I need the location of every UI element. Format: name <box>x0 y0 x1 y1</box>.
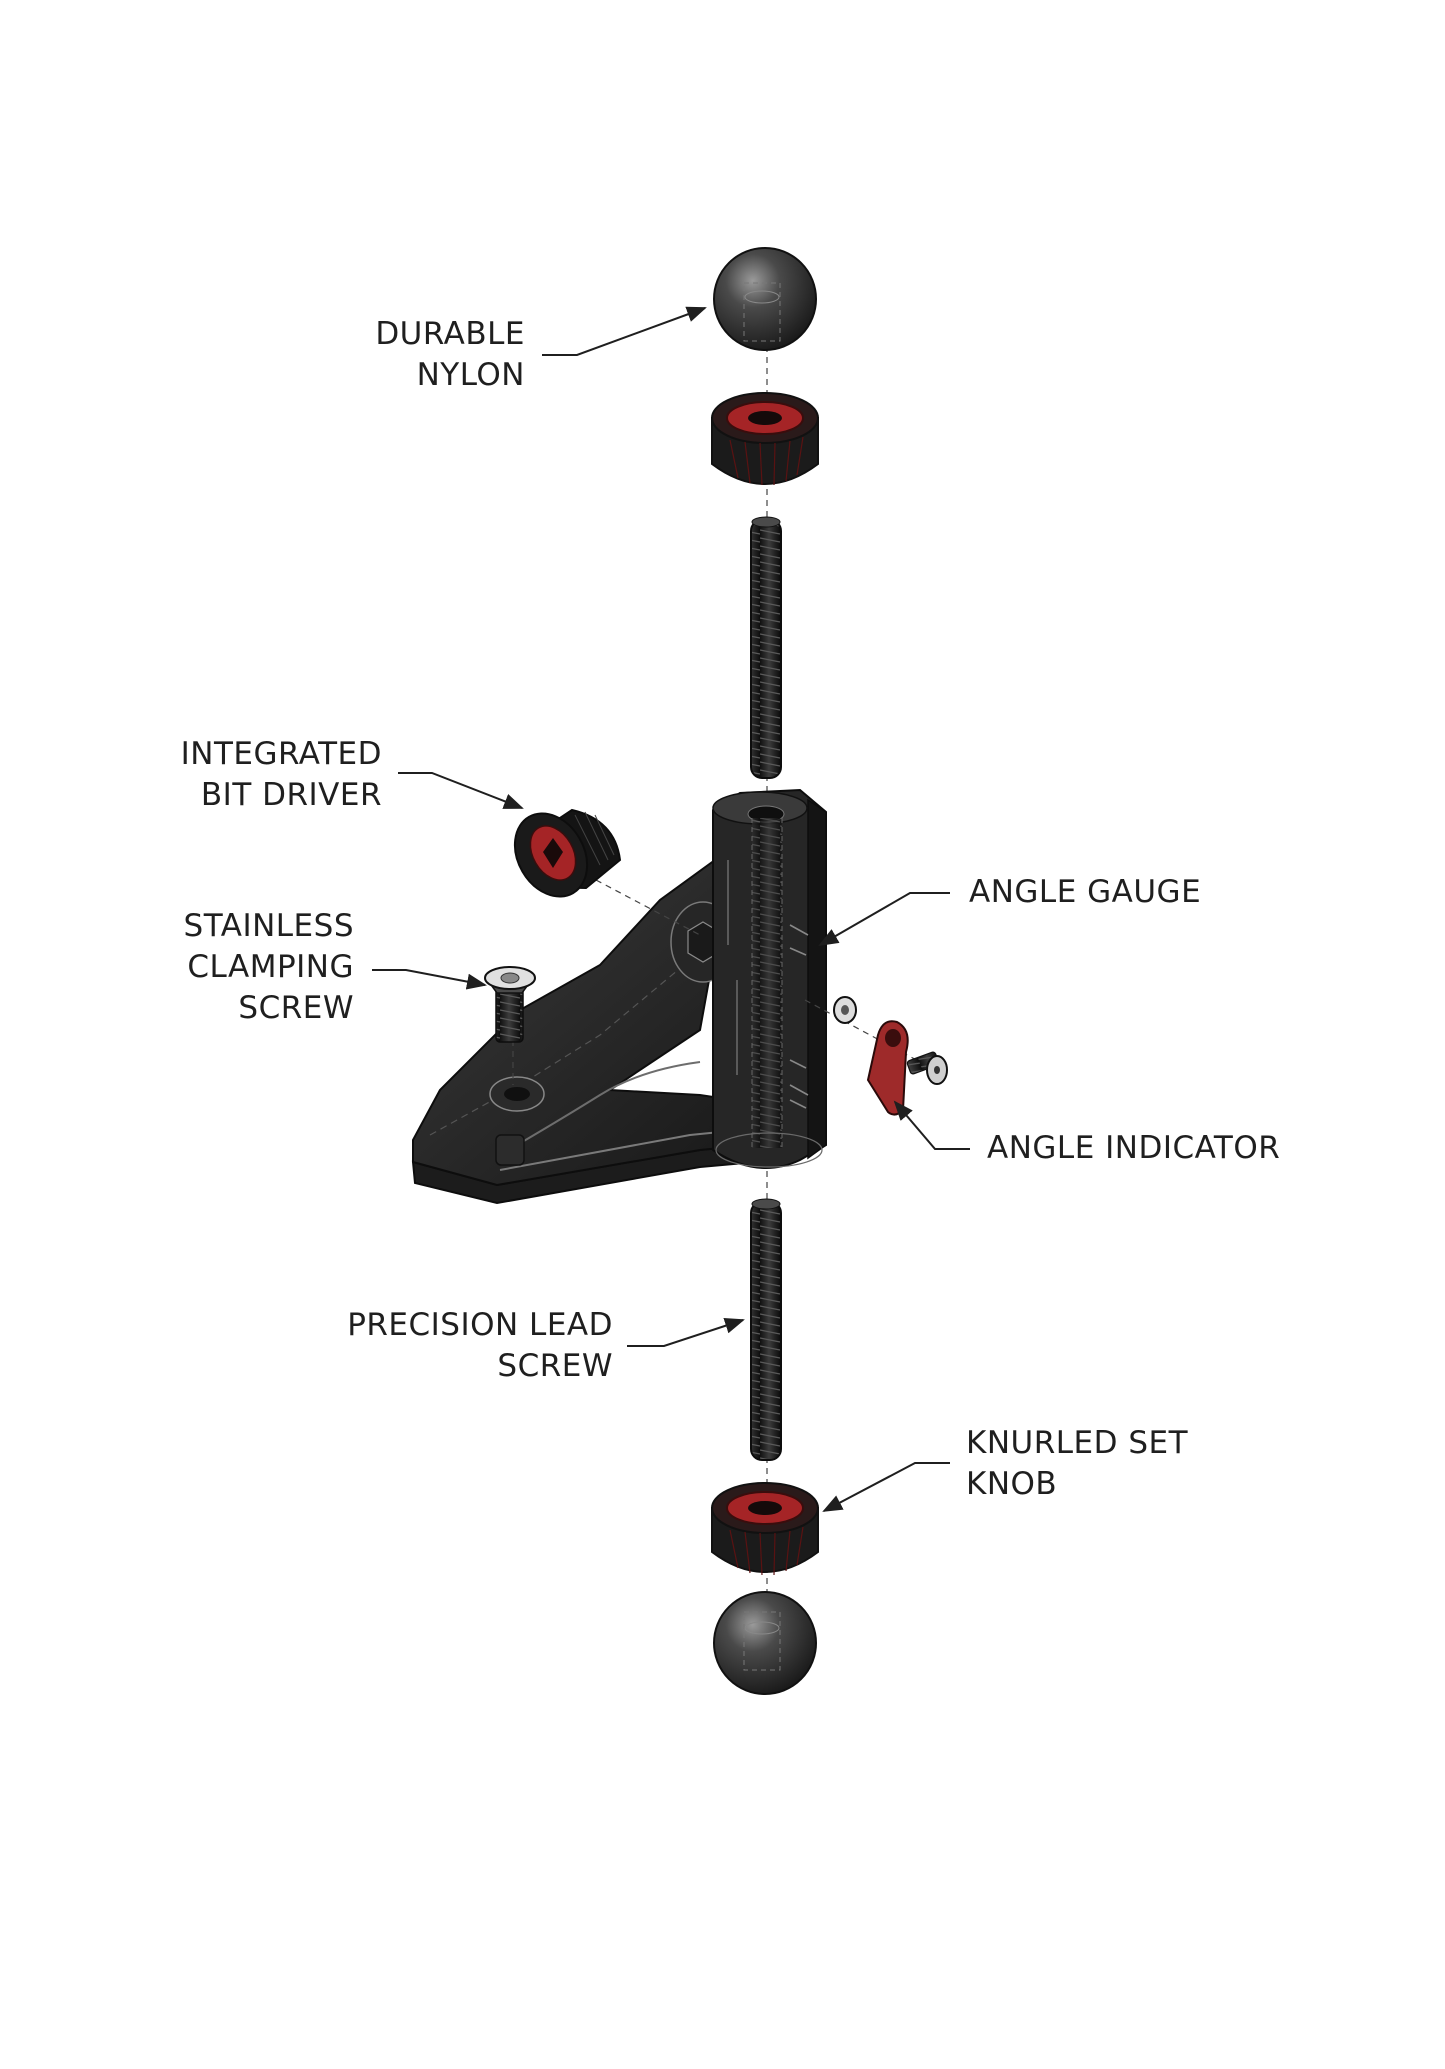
callout-stainless-clamping-screw: STAINLESS CLAMPING SCREW <box>184 906 354 1029</box>
assembly-line-bit-driver <box>595 879 701 936</box>
bit-driver-icon <box>513 808 622 898</box>
callout-line: CLAMPING <box>187 949 354 985</box>
callout-line: KNOB <box>966 1466 1058 1502</box>
callout-line: PRECISION LEAD <box>347 1307 613 1343</box>
leader-integrated-bit-driver <box>398 772 524 809</box>
leader-angle-indicator <box>893 1100 970 1150</box>
threaded-rod-icon <box>750 516 782 779</box>
callout-line: SCREW <box>238 990 354 1026</box>
leader-lines <box>372 306 970 1512</box>
callout-angle-indicator: ANGLE INDICATOR <box>987 1128 1280 1169</box>
callout-line: ANGLE INDICATOR <box>987 1130 1281 1166</box>
callout-line: NYLON <box>416 357 525 393</box>
screw-icon <box>906 1051 948 1085</box>
callout-integrated-bit-driver: INTEGRATED BIT DRIVER <box>181 734 382 816</box>
screw-icon <box>484 966 536 1043</box>
callout-durable-nylon: DURABLE NYLON <box>375 314 525 396</box>
leader-angle-gauge <box>818 892 950 947</box>
threaded-rod-icon <box>750 1198 782 1461</box>
assembly-line-indicator <box>804 999 936 1071</box>
washer-icon <box>833 996 857 1024</box>
knurled-knob-icon <box>711 392 819 486</box>
callout-line: ANGLE GAUGE <box>969 874 1202 910</box>
leader-knurled-set-knob <box>822 1462 950 1512</box>
leader-precision-lead-screw <box>627 1318 745 1347</box>
nylon-ball-icon <box>713 1591 817 1695</box>
angle-indicator-icon <box>866 1020 909 1116</box>
callout-precision-lead-screw: PRECISION LEAD SCREW <box>347 1305 613 1387</box>
jig-body-icon <box>411 788 827 1205</box>
knurled-knob-icon <box>711 1482 819 1576</box>
callout-line: KNURLED SET <box>966 1425 1189 1461</box>
callout-angle-gauge: ANGLE GAUGE <box>969 872 1201 913</box>
callout-line: BIT DRIVER <box>200 777 382 813</box>
callout-line: INTEGRATED <box>180 736 382 772</box>
callout-line: SCREW <box>497 1348 613 1384</box>
nylon-ball-icon <box>713 247 817 351</box>
callout-line: DURABLE <box>375 316 525 352</box>
leader-durable-nylon <box>542 306 707 356</box>
leader-stainless-clamping-screw <box>372 969 487 990</box>
callout-line: STAINLESS <box>183 908 354 944</box>
callout-knurled-set-knob: KNURLED SET KNOB <box>966 1423 1188 1505</box>
